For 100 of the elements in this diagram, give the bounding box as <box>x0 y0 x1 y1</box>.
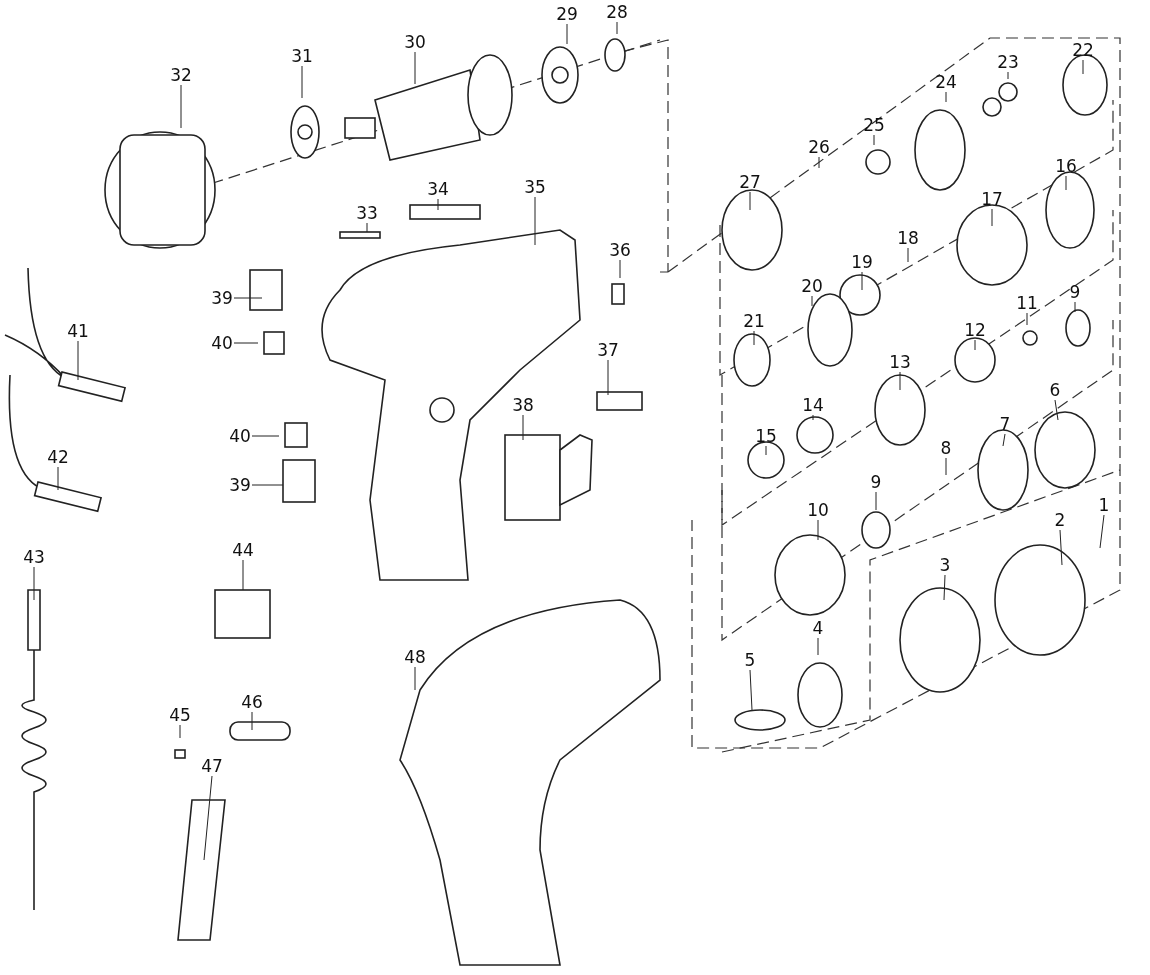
leader-line <box>817 637 819 656</box>
leader-line <box>414 666 416 691</box>
callout-number: 42 <box>47 448 69 466</box>
leader-line <box>765 445 767 456</box>
leader-line <box>414 51 416 85</box>
leader-line <box>811 295 813 307</box>
callout-number: 10 <box>807 501 829 519</box>
callout-number: 9 <box>870 473 882 491</box>
leader-line <box>77 340 79 381</box>
leader-line <box>180 84 182 129</box>
leader-line <box>1054 399 1059 421</box>
leader-line <box>875 491 877 511</box>
callout-number: 3 <box>939 556 951 574</box>
callout-number: 39 <box>229 476 251 494</box>
callout-number: 32 <box>170 66 192 84</box>
callout-number: 28 <box>606 3 628 21</box>
leader-line <box>1099 514 1105 549</box>
callout-number: 37 <box>597 341 619 359</box>
leader-line <box>57 466 59 491</box>
leader-line <box>818 156 820 169</box>
leader-line <box>1002 433 1006 447</box>
callout-number: 47 <box>201 757 223 775</box>
leader-line <box>366 222 368 233</box>
leader-line <box>251 484 284 486</box>
callout-number: 34 <box>427 180 449 198</box>
leader-line <box>749 191 751 211</box>
callout-number: 8 <box>940 439 952 457</box>
leader-line <box>907 247 909 263</box>
callout-number: 7 <box>999 415 1011 433</box>
callout-number: 17 <box>981 190 1003 208</box>
leader-line <box>945 457 947 476</box>
leader-line <box>991 208 993 227</box>
leader-line <box>861 271 863 291</box>
callout-number: 20 <box>801 277 823 295</box>
callout-number: 45 <box>169 706 191 724</box>
callout-number: 6 <box>1049 381 1061 399</box>
leader-line <box>899 371 901 391</box>
leader-line <box>1026 312 1028 326</box>
callout-number: 27 <box>739 173 761 191</box>
leader-line <box>179 724 181 739</box>
callout-number: 15 <box>755 427 777 445</box>
leader-line <box>812 414 814 421</box>
leader-line <box>619 259 621 279</box>
callout-number: 40 <box>229 427 251 445</box>
callout-number: 21 <box>743 312 765 330</box>
callout-number: 33 <box>356 204 378 222</box>
callout-number: 12 <box>964 321 986 339</box>
leader-line <box>251 711 253 731</box>
leader-line <box>616 21 618 35</box>
leader-line <box>1074 301 1076 313</box>
leader-line <box>233 297 263 299</box>
callout-number: 4 <box>812 619 824 637</box>
callout-number: 14 <box>802 396 824 414</box>
leader-line <box>566 23 568 45</box>
callout-number: 22 <box>1072 41 1094 59</box>
leader-line <box>203 775 213 861</box>
callout-number: 29 <box>556 5 578 23</box>
callout-number: 1 <box>1098 496 1110 514</box>
leader-line <box>1059 529 1063 566</box>
callout-number: 24 <box>935 73 957 91</box>
callout-number: 41 <box>67 322 89 340</box>
leader-line <box>943 574 946 601</box>
callout-number: 44 <box>232 541 254 559</box>
leader-line <box>945 91 947 103</box>
callout-number: 26 <box>808 138 830 156</box>
leader-line <box>753 330 755 346</box>
callout-number: 18 <box>897 229 919 247</box>
leader-line <box>522 414 524 441</box>
leader-line <box>817 519 819 541</box>
leader-line <box>974 339 976 351</box>
callout-number: 46 <box>241 693 263 711</box>
leader-line <box>749 669 753 711</box>
callout-number: 48 <box>404 648 426 666</box>
leader-line <box>1007 71 1009 80</box>
callout-number: 13 <box>889 353 911 371</box>
leader-line <box>242 559 244 591</box>
leader-line <box>33 566 35 601</box>
leader-line <box>301 65 303 99</box>
callout-number: 23 <box>997 53 1019 71</box>
callout-number: 39 <box>211 289 233 307</box>
callout-number: 43 <box>23 548 45 566</box>
callout-number: 38 <box>512 396 534 414</box>
callout-number: 9 <box>1069 283 1081 301</box>
callout-number: 16 <box>1055 157 1077 175</box>
callout-number: 11 <box>1016 294 1038 312</box>
callout-number: 2 <box>1054 511 1066 529</box>
callout-number: 5 <box>744 651 756 669</box>
leader-line <box>607 359 609 396</box>
callout-number: 35 <box>524 178 546 196</box>
callout-number: 25 <box>863 116 885 134</box>
leader-line <box>437 198 439 211</box>
leader-line <box>873 134 875 146</box>
callout-number: 19 <box>851 253 873 271</box>
leader-line <box>233 342 259 344</box>
callout-number: 31 <box>291 47 313 65</box>
callout-number: 30 <box>404 33 426 51</box>
callout-number: 36 <box>609 241 631 259</box>
leader-line <box>1065 175 1067 191</box>
callout-number: 40 <box>211 334 233 352</box>
leader-line <box>1082 59 1084 75</box>
